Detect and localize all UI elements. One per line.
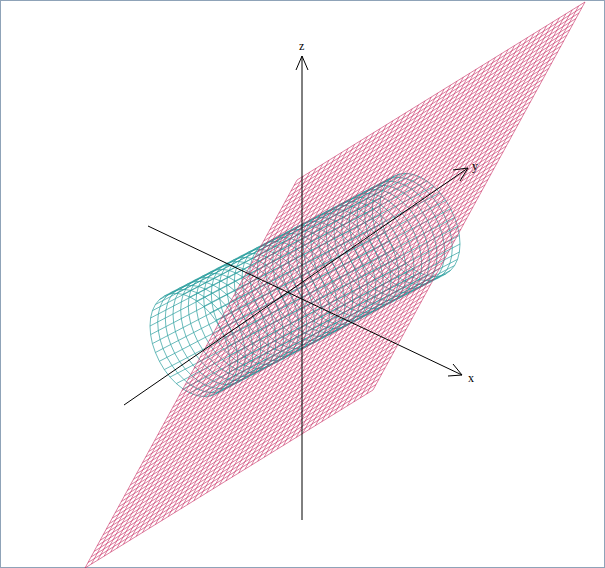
mesh-line [155,137,367,525]
mesh-line [341,22,553,410]
mesh-line [213,101,425,489]
mesh-line [109,346,397,524]
mesh-line [264,69,476,457]
mesh-line [130,152,342,540]
mesh-line [149,140,361,528]
mesh-line [354,14,566,402]
mesh-line [88,385,376,563]
mesh-line [328,30,540,418]
mesh-line [347,18,559,406]
mesh-line [245,81,457,469]
mesh-line [112,340,400,518]
mesh-line [85,180,297,568]
mesh-line [226,93,438,481]
mesh-line [251,77,463,465]
mesh-line [309,42,521,430]
z-axis [302,56,303,520]
mesh-line [315,38,527,426]
mesh-line [360,10,572,398]
mesh-line [335,26,547,414]
mesh-line [136,148,348,536]
mesh-line [85,390,373,568]
mesh-line [219,97,431,485]
mesh-line [200,109,412,497]
axis-label: y [472,160,478,172]
mesh-line [367,6,579,394]
mesh-line [303,46,515,434]
mesh-line [121,324,409,502]
mesh-line [103,357,391,535]
mesh-line [100,362,388,540]
mesh-line [322,34,534,422]
axis-label: z [299,40,304,52]
mesh-line [123,156,335,544]
mesh-line [277,61,489,449]
z-arrow [296,56,308,70]
mesh-line [373,2,585,390]
mesh-line [117,160,329,548]
mesh-line [204,186,434,306]
mesh-line [118,329,406,507]
x-arrow [448,364,462,376]
mesh-line [106,351,394,529]
mesh-line [232,89,444,477]
mesh-line [97,368,385,546]
mesh-line [91,379,379,557]
mesh-line [94,373,382,551]
mesh-line [258,73,470,461]
axis-label: x [468,372,474,384]
mesh-line [162,133,374,521]
mesh-line [143,144,355,532]
mesh-line [194,113,406,501]
mesh-line [207,105,419,493]
x-axis [148,226,462,375]
y-axis [124,168,468,405]
mesh-line [104,168,316,556]
mesh-line [168,129,380,517]
mesh-line [239,85,451,473]
mesh-line [290,53,502,441]
mesh-line [111,164,323,552]
mesh-line [134,301,422,479]
mesh-line [98,172,310,560]
mesh-line [124,318,412,496]
mesh-line [187,117,399,505]
y-arrow [453,168,468,181]
mesh-line [296,50,508,438]
mesh-line [175,125,387,513]
mesh-line [283,57,495,445]
axes [124,56,468,520]
plane-mesh [85,2,585,568]
mesh-line [181,121,393,509]
mesh-line [170,257,400,377]
mesh-line [91,176,303,564]
mesh-line [115,335,403,513]
mesh-line [127,312,415,490]
